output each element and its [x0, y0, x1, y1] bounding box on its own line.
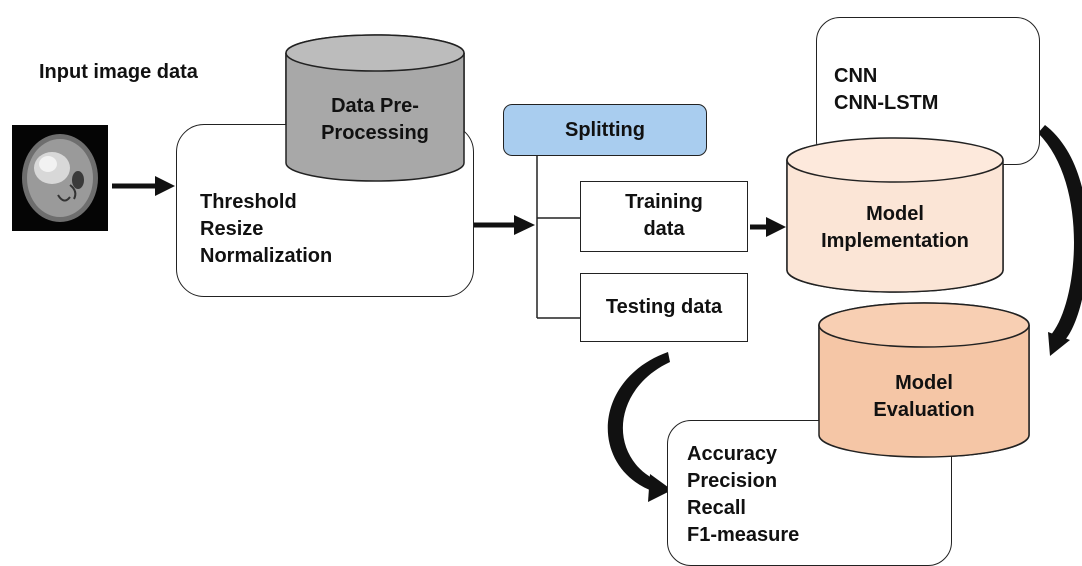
implementation-label: Model Implementation	[787, 201, 1003, 255]
training-data-box	[580, 181, 748, 252]
preprocess-cylinder-line-2: Processing	[321, 122, 429, 144]
evaluation-line-1: Model	[895, 372, 953, 394]
step-threshold: Threshold	[200, 191, 297, 213]
training-data-label: Training data	[580, 189, 748, 243]
splitting-label: Splitting	[565, 119, 645, 141]
input-title: Input image data	[39, 61, 198, 83]
metric-f1: F1-measure	[687, 524, 800, 546]
preprocess-steps: Threshold Resize Normalization	[200, 189, 332, 270]
metric-accuracy: Accuracy	[687, 443, 778, 465]
arrow-training-to-implementation	[750, 217, 786, 237]
preprocess-cylinder-label: Data Pre- Processing	[300, 93, 450, 147]
models-list: CNN CNN-LSTM	[834, 63, 938, 117]
testing-data-box	[580, 273, 748, 342]
implementation-line-1: Model	[866, 203, 924, 225]
testing-data-label: Testing data	[605, 296, 723, 318]
brain-mri-image	[12, 125, 108, 231]
model-cnn-lstm: CNN-LSTM	[834, 92, 939, 114]
step-resize: Resize	[200, 218, 264, 240]
training-line-2: data	[643, 218, 685, 240]
metric-precision: Precision	[687, 470, 778, 492]
curved-arrow-models-to-evaluation	[1038, 125, 1082, 356]
preprocess-cylinder-line-1: Data Pre-	[331, 95, 419, 117]
evaluation-line-2: Evaluation	[873, 399, 975, 421]
arrow-input-to-preprocess	[112, 176, 175, 196]
metric-recall: Recall	[687, 497, 746, 519]
training-line-1: Training	[625, 191, 703, 213]
model-cnn: CNN	[834, 65, 878, 87]
curved-arrow-testing-to-metrics	[607, 352, 672, 502]
metrics-list: Accuracy Precision Recall F1-measure	[687, 441, 799, 549]
implementation-line-2: Implementation	[821, 230, 969, 252]
arrow-preprocess-to-split	[473, 215, 535, 235]
split-bracket	[536, 155, 580, 319]
evaluation-label: Model Evaluation	[819, 370, 1029, 424]
splitting-box	[503, 104, 707, 156]
step-normalization: Normalization	[200, 245, 333, 267]
